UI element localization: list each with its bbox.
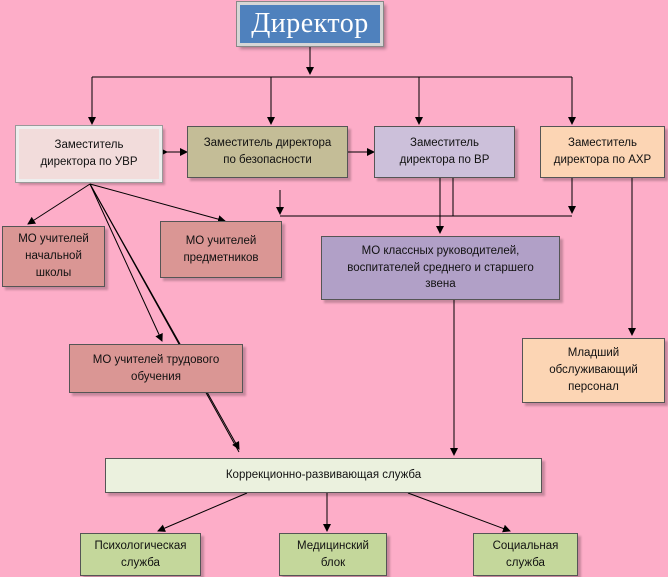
correction-to-psych-arrow [157,492,248,532]
deputy-ahr-box: Заместитель директора по АХР [540,126,665,178]
deputy-vr-box: Заместитель директора по ВР [374,126,515,178]
mo-class-teachers-box: МО классных руководителей, воспитателей … [321,236,560,300]
uvr-to-subject-arrow [89,183,226,224]
social-service-box: Социальная служба [473,533,578,576]
correction-service-box: Коррекционно-развивающая служба [105,458,542,493]
junior-staff-box: Младший обслуживающий персонал [522,338,665,403]
psychological-service-box: Психологическая служба [80,533,201,576]
mo-subject-box: МО учителей предметников [160,221,282,278]
medical-unit-box: Медицинский блок [279,533,387,576]
uvr-to-labor-arrow [89,183,163,342]
deputy-security-box: Заместитель директора по безопасности [187,126,348,178]
mo-labor-box: МО учителей трудового обучения [69,344,243,393]
mo-primary-box: МО учителей начальной школы [2,226,105,287]
director-box: Директор [236,1,384,47]
correction-to-social-arrow [407,492,511,533]
uvr-to-primary-arrow [27,183,91,225]
uvr-to-correction-arrow-b [89,183,240,453]
deputy-uvr-box: Заместитель директора по УВР [15,125,163,183]
